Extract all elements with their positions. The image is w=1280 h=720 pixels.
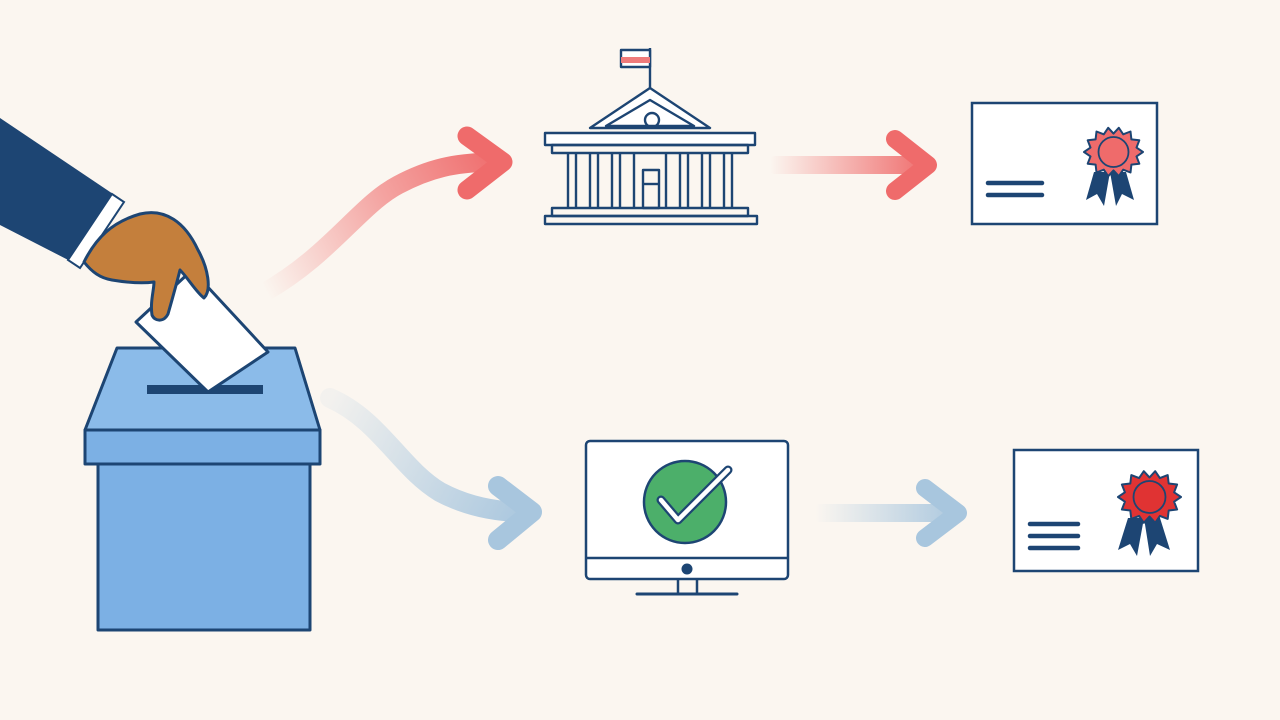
arrow-to-monitor bbox=[320, 388, 542, 550]
ballot-box-icon bbox=[83, 346, 322, 632]
capitol-building-icon bbox=[543, 48, 759, 226]
lower-certificate-icon bbox=[1012, 448, 1200, 573]
hand-icon bbox=[82, 211, 210, 322]
check-circle-icon bbox=[642, 459, 728, 545]
arrow-to-lower-certificate bbox=[811, 479, 967, 547]
sleeve-icon bbox=[0, 118, 126, 270]
monitor-check-icon bbox=[584, 439, 790, 596]
upper-certificate-icon bbox=[970, 101, 1159, 226]
arrow-to-upper-certificate bbox=[766, 130, 937, 200]
seal-ribbon-icon bbox=[1086, 172, 1134, 206]
seal-ribbon-icon bbox=[1118, 518, 1170, 556]
arrow-to-building bbox=[255, 126, 513, 302]
